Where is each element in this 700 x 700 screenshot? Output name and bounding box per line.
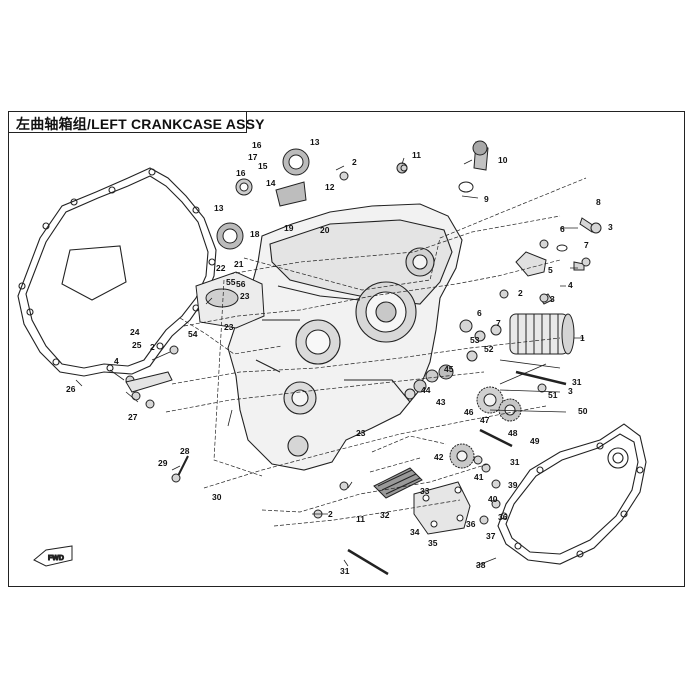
right-gasket: [497, 423, 647, 565]
callout-10: 10: [498, 155, 508, 165]
callout-26: 26: [66, 384, 76, 394]
callout-14: 14: [266, 178, 276, 188]
callout-50: 50: [578, 406, 588, 416]
callout-23c: 23: [356, 428, 366, 438]
callout-48: 48: [508, 428, 518, 438]
diagram-frame: [8, 111, 685, 587]
callout-16b: 16: [236, 168, 246, 178]
oil-filter: [509, 313, 575, 355]
callout-2a: 2: [352, 157, 357, 167]
callout-45: 45: [444, 364, 454, 374]
callout-6b: 6: [477, 308, 482, 318]
callout-52: 52: [484, 344, 494, 354]
callout-43: 43: [436, 397, 446, 407]
callout-23b: 23: [224, 322, 234, 332]
callout-46: 46: [464, 407, 474, 417]
leader-lines: [75, 157, 584, 567]
callout-11b: 11: [356, 514, 365, 524]
callout-3a: 3: [608, 222, 613, 232]
callout-49: 49: [530, 436, 540, 446]
callout-36b: 36: [466, 519, 476, 529]
callout-2c: 2: [150, 342, 155, 352]
callout-4a: 4: [568, 280, 573, 290]
callout-24: 24: [130, 327, 140, 337]
title-box: [8, 111, 247, 133]
callout-4b: 4: [114, 356, 119, 366]
callout-2d: 2: [328, 509, 333, 519]
callout-34: 34: [410, 527, 420, 537]
callout-27: 27: [128, 412, 138, 422]
callout-47: 47: [480, 415, 490, 425]
callout-31b: 31: [510, 457, 520, 467]
callout-15: 15: [258, 161, 268, 171]
callout-39: 39: [508, 480, 518, 490]
callout-2b: 2: [518, 288, 523, 298]
callout-12: 12: [325, 182, 335, 192]
callout-40: 40: [488, 494, 498, 504]
plate-assembly: [195, 271, 265, 329]
callout-23a: 23: [240, 291, 250, 301]
callout-5: 5: [548, 265, 553, 275]
bolts-and-hardware: [125, 164, 602, 576]
callout-13a: 13: [310, 137, 320, 147]
callout-28: 28: [180, 446, 190, 456]
callout-30: 30: [212, 492, 222, 502]
callout-29: 29: [158, 458, 168, 468]
callout-6a: 6: [560, 224, 565, 234]
callout-56: 56: [236, 279, 246, 289]
callout-36a: 36: [498, 512, 508, 522]
callout-7a: 7: [584, 240, 589, 250]
callout-11a: 11: [412, 150, 421, 160]
callout-25: 25: [132, 340, 142, 350]
fwd-label: FWD: [48, 555, 64, 562]
callout-3c: 3: [568, 386, 573, 396]
callout-17: 17: [248, 152, 258, 162]
callout-31c: 31: [340, 566, 350, 576]
fwd-arrow: FWD: [33, 545, 73, 567]
callout-22: 22: [216, 263, 226, 273]
callout-18: 18: [250, 229, 260, 239]
left-gasket: [17, 167, 217, 377]
callout-19: 19: [284, 223, 294, 233]
callout-20: 20: [320, 225, 330, 235]
callout-42: 42: [434, 452, 444, 462]
callout-16a: 16: [252, 140, 262, 150]
callout-51: 51: [548, 390, 558, 400]
left-crankcase: [227, 203, 463, 471]
callout-31a: 31: [572, 377, 582, 387]
callout-7b: 7: [496, 318, 501, 328]
callout-32: 32: [380, 510, 390, 520]
callout-41: 41: [474, 472, 484, 482]
callout-21: 21: [234, 259, 244, 269]
callout-3b: 3: [550, 294, 555, 304]
oil-strainer-and-pump: [373, 467, 471, 535]
callout-8: 8: [596, 197, 601, 207]
callout-1: 1: [580, 333, 585, 343]
callout-53: 53: [470, 335, 480, 345]
callout-44: 44: [421, 385, 431, 395]
callout-54: 54: [188, 329, 198, 339]
callout-labels: 1 2 2 2 2 3 3 3 4 4 5 6 6 7 7 8 9 10 11 …: [66, 137, 613, 576]
dashed-guide-lines: [165, 177, 587, 527]
gear-set: [404, 364, 522, 469]
callout-9: 9: [484, 194, 489, 204]
callout-35: 35: [428, 538, 438, 548]
diagram-title: 左曲轴箱组/LEFT CRANKCASE ASSY: [16, 116, 265, 132]
callout-55: 55: [226, 277, 236, 287]
callout-37: 37: [486, 531, 496, 541]
callout-13b: 13: [214, 203, 224, 213]
callout-38: 38: [476, 560, 486, 570]
callout-33: 33: [420, 486, 430, 496]
bearings-and-seals: [216, 140, 568, 277]
